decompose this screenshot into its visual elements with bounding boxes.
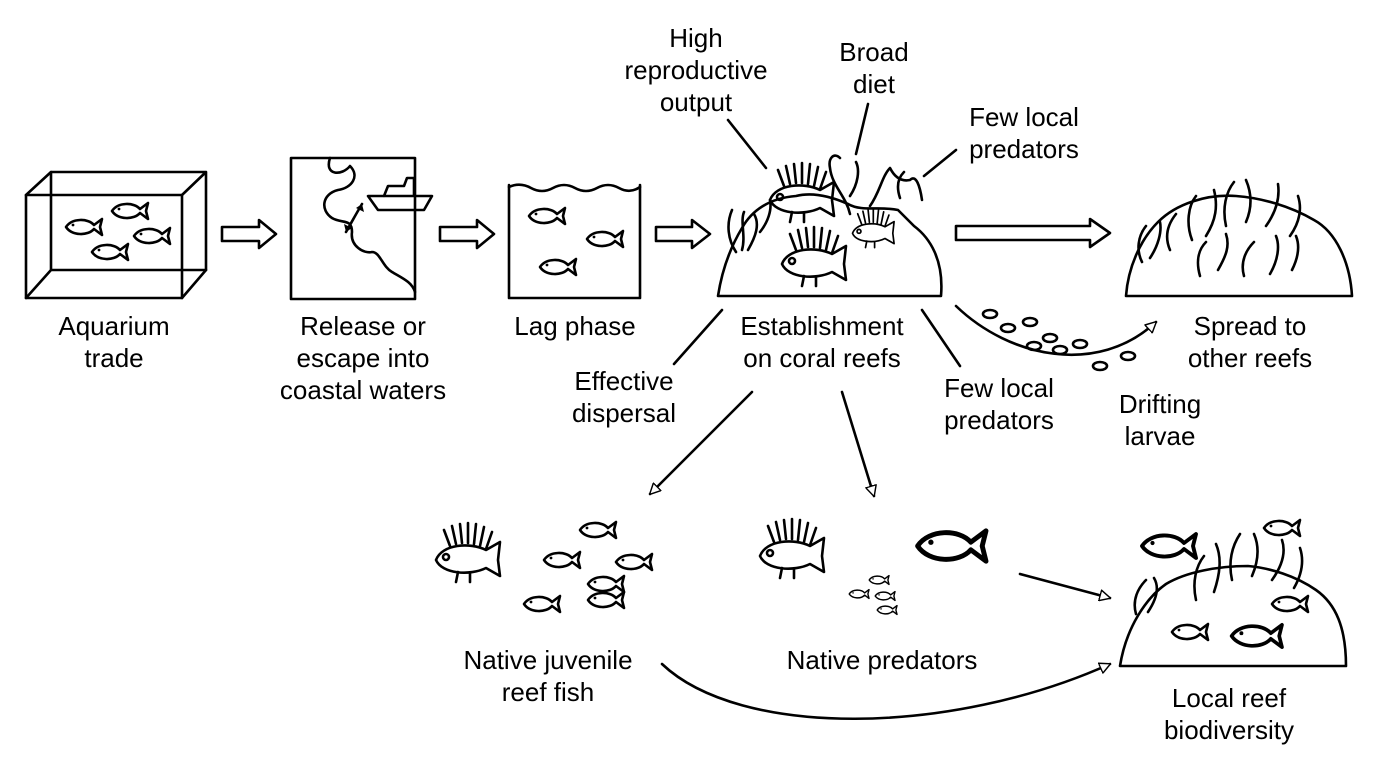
label-drifting-larvae: Drifting larvae: [1118, 389, 1202, 451]
spread-reef-icon: [1124, 178, 1354, 298]
label-broad-diet: Broad diet: [839, 37, 909, 99]
label-effective-dispersal: Effective dispersal: [571, 366, 677, 428]
label-few-predators-top: Few local predators: [969, 102, 1079, 164]
juvenile-fish-group-icon: [434, 520, 654, 614]
label-spread: Spread to other reefs: [1187, 311, 1313, 373]
label-establishment: Establishment on coral reefs: [740, 311, 904, 373]
lag-phase-water-icon: [507, 183, 642, 300]
biodiversity-reef-icon: [1118, 518, 1348, 668]
label-aquarium-trade: Aquarium trade: [58, 311, 170, 373]
established-reef-icon: [716, 154, 943, 298]
coastline-map-icon: [289, 156, 434, 301]
aquarium-tank-icon: [24, 170, 208, 300]
larvae-drift-arrow: [954, 304, 1156, 372]
label-few-predators-bottom: Few local predators: [944, 373, 1054, 435]
label-release: Release or escape into coastal waters: [279, 311, 447, 405]
label-reproductive-output: High reproductive output: [624, 23, 768, 117]
label-lag-phase: Lag phase: [514, 311, 636, 341]
label-native-juvenile: Native juvenile reef fish: [463, 645, 633, 707]
flow-arrows: [220, 217, 1112, 250]
native-predators-group-icon: [758, 517, 986, 616]
label-local-biodiversity: Local reef biodiversity: [1163, 683, 1295, 745]
trait-pointer-lines: [672, 102, 962, 368]
impact-arrows: [650, 390, 1110, 720]
label-native-predators: Native predators: [786, 645, 978, 675]
